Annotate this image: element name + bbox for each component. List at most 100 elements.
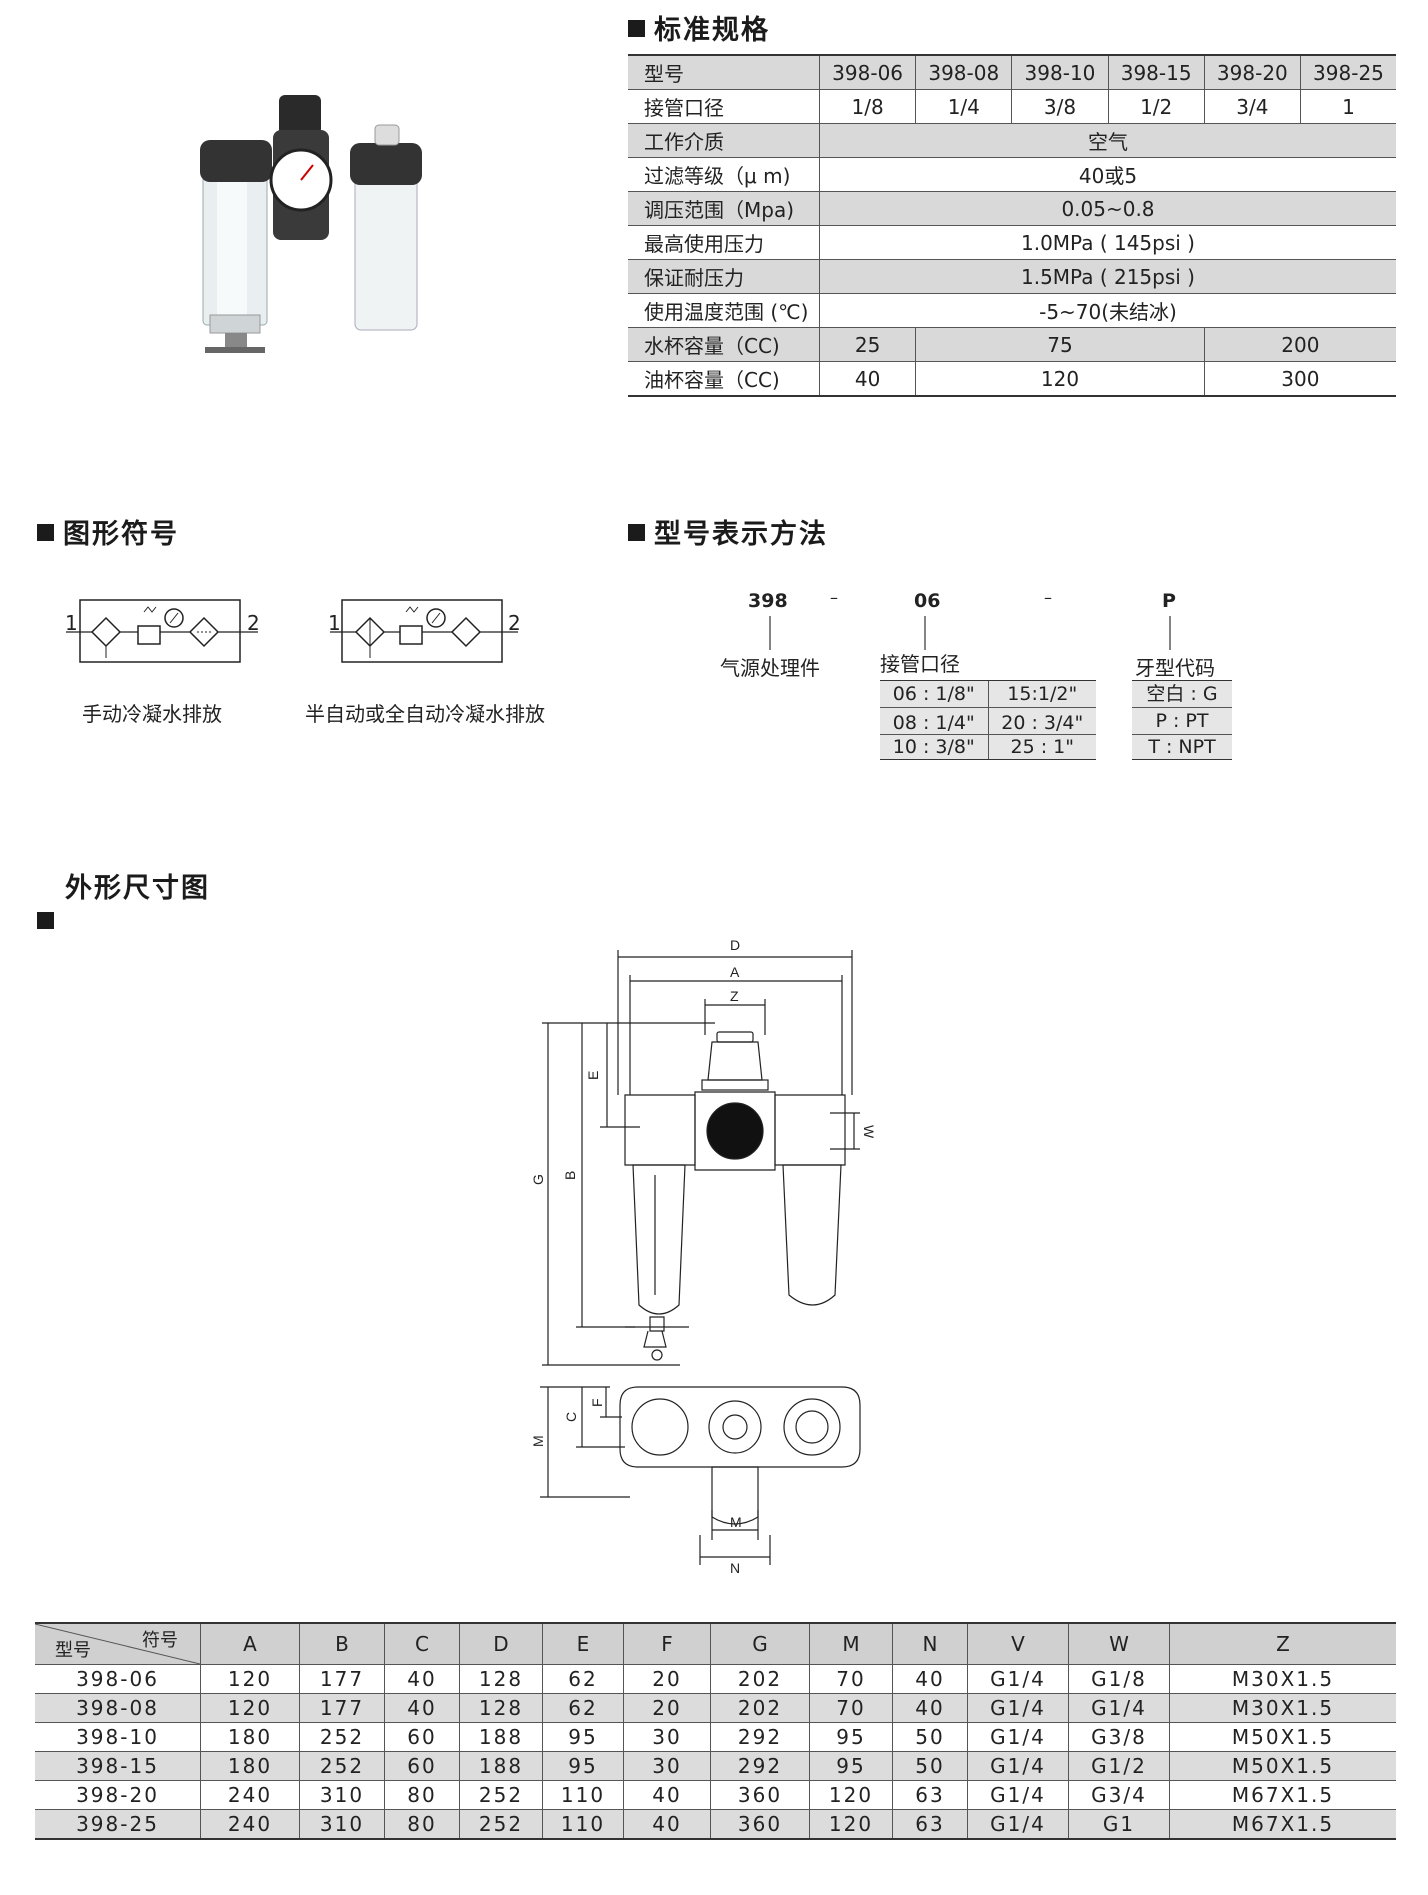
table-cell: 398-06	[35, 1664, 201, 1694]
model-code-part3-label: 牙型代码	[1135, 656, 1215, 680]
table-cell: 200	[1203, 327, 1396, 362]
dim-label-e: E	[585, 1071, 601, 1080]
table-row: 398-25 240 310 80 252 110 40 360 120 63 …	[35, 1809, 1396, 1840]
table-cell: 177	[299, 1693, 385, 1723]
table-cell: 110	[542, 1809, 624, 1840]
table-cell: 188	[459, 1751, 543, 1781]
dim-label-z: Z	[730, 988, 739, 1004]
dim-label-b: B	[562, 1171, 578, 1180]
table-cell: 120	[809, 1780, 893, 1810]
table-cell: 120	[809, 1809, 893, 1840]
table-cell: 128	[459, 1693, 543, 1723]
table-cell: 50	[892, 1722, 968, 1752]
table-cell: 202	[710, 1664, 810, 1694]
table-cell: 40	[818, 361, 917, 397]
table-cell: 62	[542, 1664, 624, 1694]
table-cell: 120	[200, 1693, 300, 1723]
table-row: 型号 398-06 398-08 398-10 398-15 398-20 39…	[628, 54, 1396, 90]
dimension-drawing: D A Z E B G W C F M M N	[530, 937, 877, 1575]
table-header-cell: Z	[1169, 1622, 1396, 1665]
table-header-cell: G	[710, 1622, 810, 1665]
table-cell: 40	[892, 1693, 968, 1723]
port-code: 25 : 1"	[1010, 736, 1075, 758]
corner-top-label: 符号	[142, 1630, 178, 1651]
table-cell: 接管口径	[628, 89, 820, 124]
table-cell: 180	[200, 1751, 300, 1781]
spec-section-title: 标准规格	[628, 8, 770, 47]
model-code-part2: 06	[914, 590, 941, 612]
thread-code: T : NPT	[1148, 736, 1216, 758]
table-row: 调压范围（Mpa) 0.05~0.8	[628, 191, 1396, 226]
symbol-section-title: 图形符号	[37, 512, 179, 551]
table-cell: 252	[299, 1722, 385, 1752]
table-cell: 40	[623, 1809, 711, 1840]
table-cell: 40	[384, 1664, 460, 1694]
spec-table: 型号 398-06 398-08 398-10 398-15 398-20 39…	[628, 54, 1396, 397]
table-cell: 1	[1299, 89, 1396, 124]
table-row: 398-06 120 177 40 128 62 20 202 70 40 G1…	[35, 1664, 1396, 1694]
table-header-cell: V	[967, 1622, 1069, 1665]
model-code-dash: –	[1044, 588, 1052, 607]
table-cell: G1/4	[967, 1780, 1069, 1810]
table-cell: 80	[384, 1780, 460, 1810]
model-section-title: 型号表示方法	[628, 512, 828, 551]
port-out-label: 2	[508, 611, 521, 635]
port-code-box: 06 : 1/8" 15:1/2" 08 : 1/4" 20 : 3/4" 10…	[880, 680, 1096, 760]
table-header-cell: C	[384, 1622, 460, 1665]
dim-label-m: M	[530, 1435, 546, 1447]
table-cell: 最高使用压力	[628, 225, 820, 260]
table-cell: 240	[200, 1780, 300, 1810]
bullet-square-icon	[628, 524, 645, 541]
table-cell: 60	[384, 1751, 460, 1781]
port-in-label: 1	[65, 611, 78, 635]
table-cell: -5~70(未结冰)	[819, 293, 1396, 328]
table-cell: 252	[299, 1751, 385, 1781]
table-cell: 110	[542, 1780, 624, 1810]
table-cell: 空气	[819, 123, 1396, 158]
table-row: 接管口径 1/8 1/4 3/8 1/2 3/4 1	[628, 89, 1396, 124]
table-cell: 1/4	[915, 89, 1013, 124]
table-row: 398-20 240 310 80 252 110 40 360 120 63 …	[35, 1780, 1396, 1810]
symbol-manual-drain: 1 2	[65, 599, 260, 663]
table-cell: 1/8	[818, 89, 917, 124]
table-cell: 360	[710, 1809, 810, 1840]
table-header-cell: F	[623, 1622, 711, 1665]
table-cell: 177	[299, 1664, 385, 1694]
table-cell: G1	[1068, 1809, 1170, 1840]
corner-bottom-label: 型号	[55, 1640, 91, 1661]
table-cell: 工作介质	[628, 123, 820, 158]
table-cell: 0.05~0.8	[819, 191, 1396, 226]
port-code: 10 : 3/8"	[880, 735, 989, 759]
table-cell: G1/8	[1068, 1664, 1170, 1694]
table-cell: 292	[710, 1751, 810, 1781]
port-code: 20 : 3/4"	[1001, 712, 1084, 734]
auto-drain-caption: 半自动或全自动冷凝水排放	[305, 702, 545, 726]
port-code-row: 08 : 1/4" 20 : 3/4"	[880, 708, 1096, 735]
table-cell: 20	[623, 1693, 711, 1723]
table-cell: 63	[892, 1809, 968, 1840]
table-cell: 1.0MPa ( 145psi )	[819, 225, 1396, 260]
product-photo	[200, 95, 422, 353]
model-code-part1: 398	[748, 590, 788, 612]
thread-code: P : PT	[1132, 708, 1232, 735]
model-code-part3: P	[1162, 590, 1176, 612]
model-code-part1-label: 气源处理件	[720, 656, 820, 680]
table-cell: G1/4	[967, 1722, 1069, 1752]
table-cell: 398-20	[1203, 54, 1301, 90]
table-cell: M67X1.5	[1169, 1780, 1396, 1810]
dim-label-n: N	[730, 1560, 740, 1575]
table-header-cell: M	[809, 1622, 893, 1665]
table-cell: 398-15	[35, 1751, 201, 1781]
table-cell: 型号	[628, 54, 820, 90]
table-cell: 120	[200, 1664, 300, 1694]
diagonal-line	[35, 1624, 200, 1664]
dim-label-c: C	[563, 1412, 579, 1422]
table-corner-cell: 符号 型号	[35, 1622, 201, 1665]
bullet-square-icon	[37, 912, 54, 929]
table-cell: 360	[710, 1780, 810, 1810]
table-cell: 70	[809, 1664, 893, 1694]
thread-code-box: 空白 : G P : PT T : NPT	[1132, 680, 1232, 760]
bullet-square-icon	[628, 20, 645, 37]
table-cell: M50X1.5	[1169, 1751, 1396, 1781]
table-cell: 20	[623, 1664, 711, 1694]
